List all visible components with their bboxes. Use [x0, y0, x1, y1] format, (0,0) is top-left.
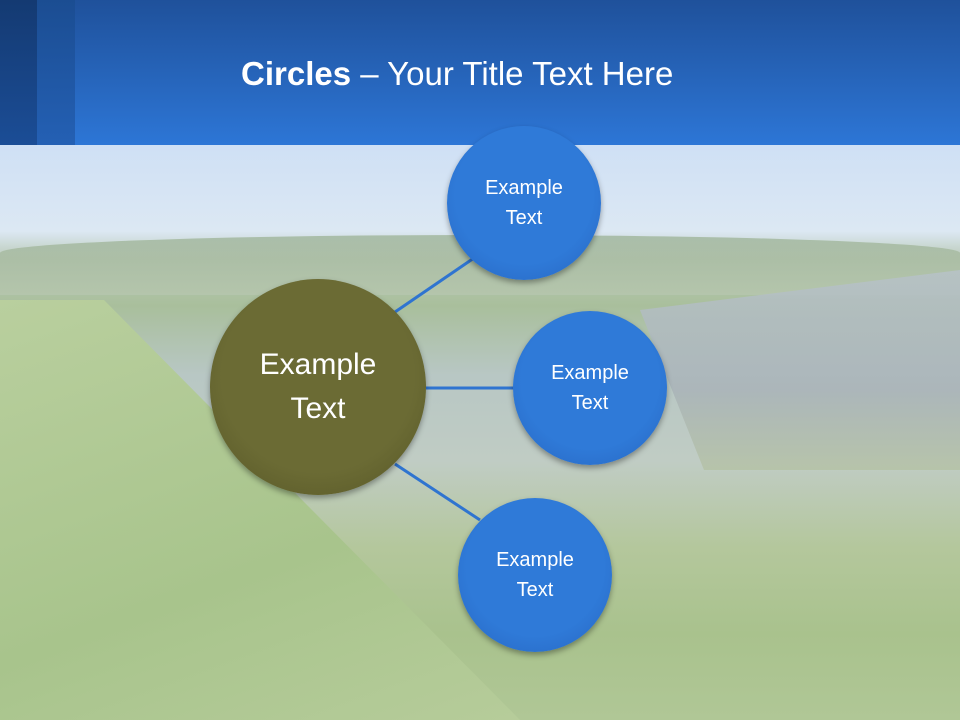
- node-label-line1: Example: [551, 362, 629, 384]
- title-rest: – Your Title Text Here: [351, 55, 674, 92]
- center-label-line2: Text: [290, 392, 346, 425]
- slide-title[interactable]: Circles – Your Title Text Here: [241, 55, 673, 93]
- title-bold: Circles: [241, 55, 352, 92]
- title-bar: [0, 0, 960, 145]
- connector-bottom: [394, 462, 481, 522]
- background-town: [640, 270, 960, 470]
- connector-top: [394, 256, 475, 314]
- node-label-line2: Text: [505, 207, 543, 229]
- accent-bar-medium: [37, 0, 75, 145]
- node-label-line2: Text: [571, 392, 609, 414]
- node-label-line2: Text: [516, 579, 554, 601]
- accent-bar-dark: [0, 0, 37, 145]
- node-label-line1: Example: [496, 549, 574, 571]
- center-label-line1: Example: [259, 348, 377, 381]
- node-label-line1: Example: [485, 177, 563, 199]
